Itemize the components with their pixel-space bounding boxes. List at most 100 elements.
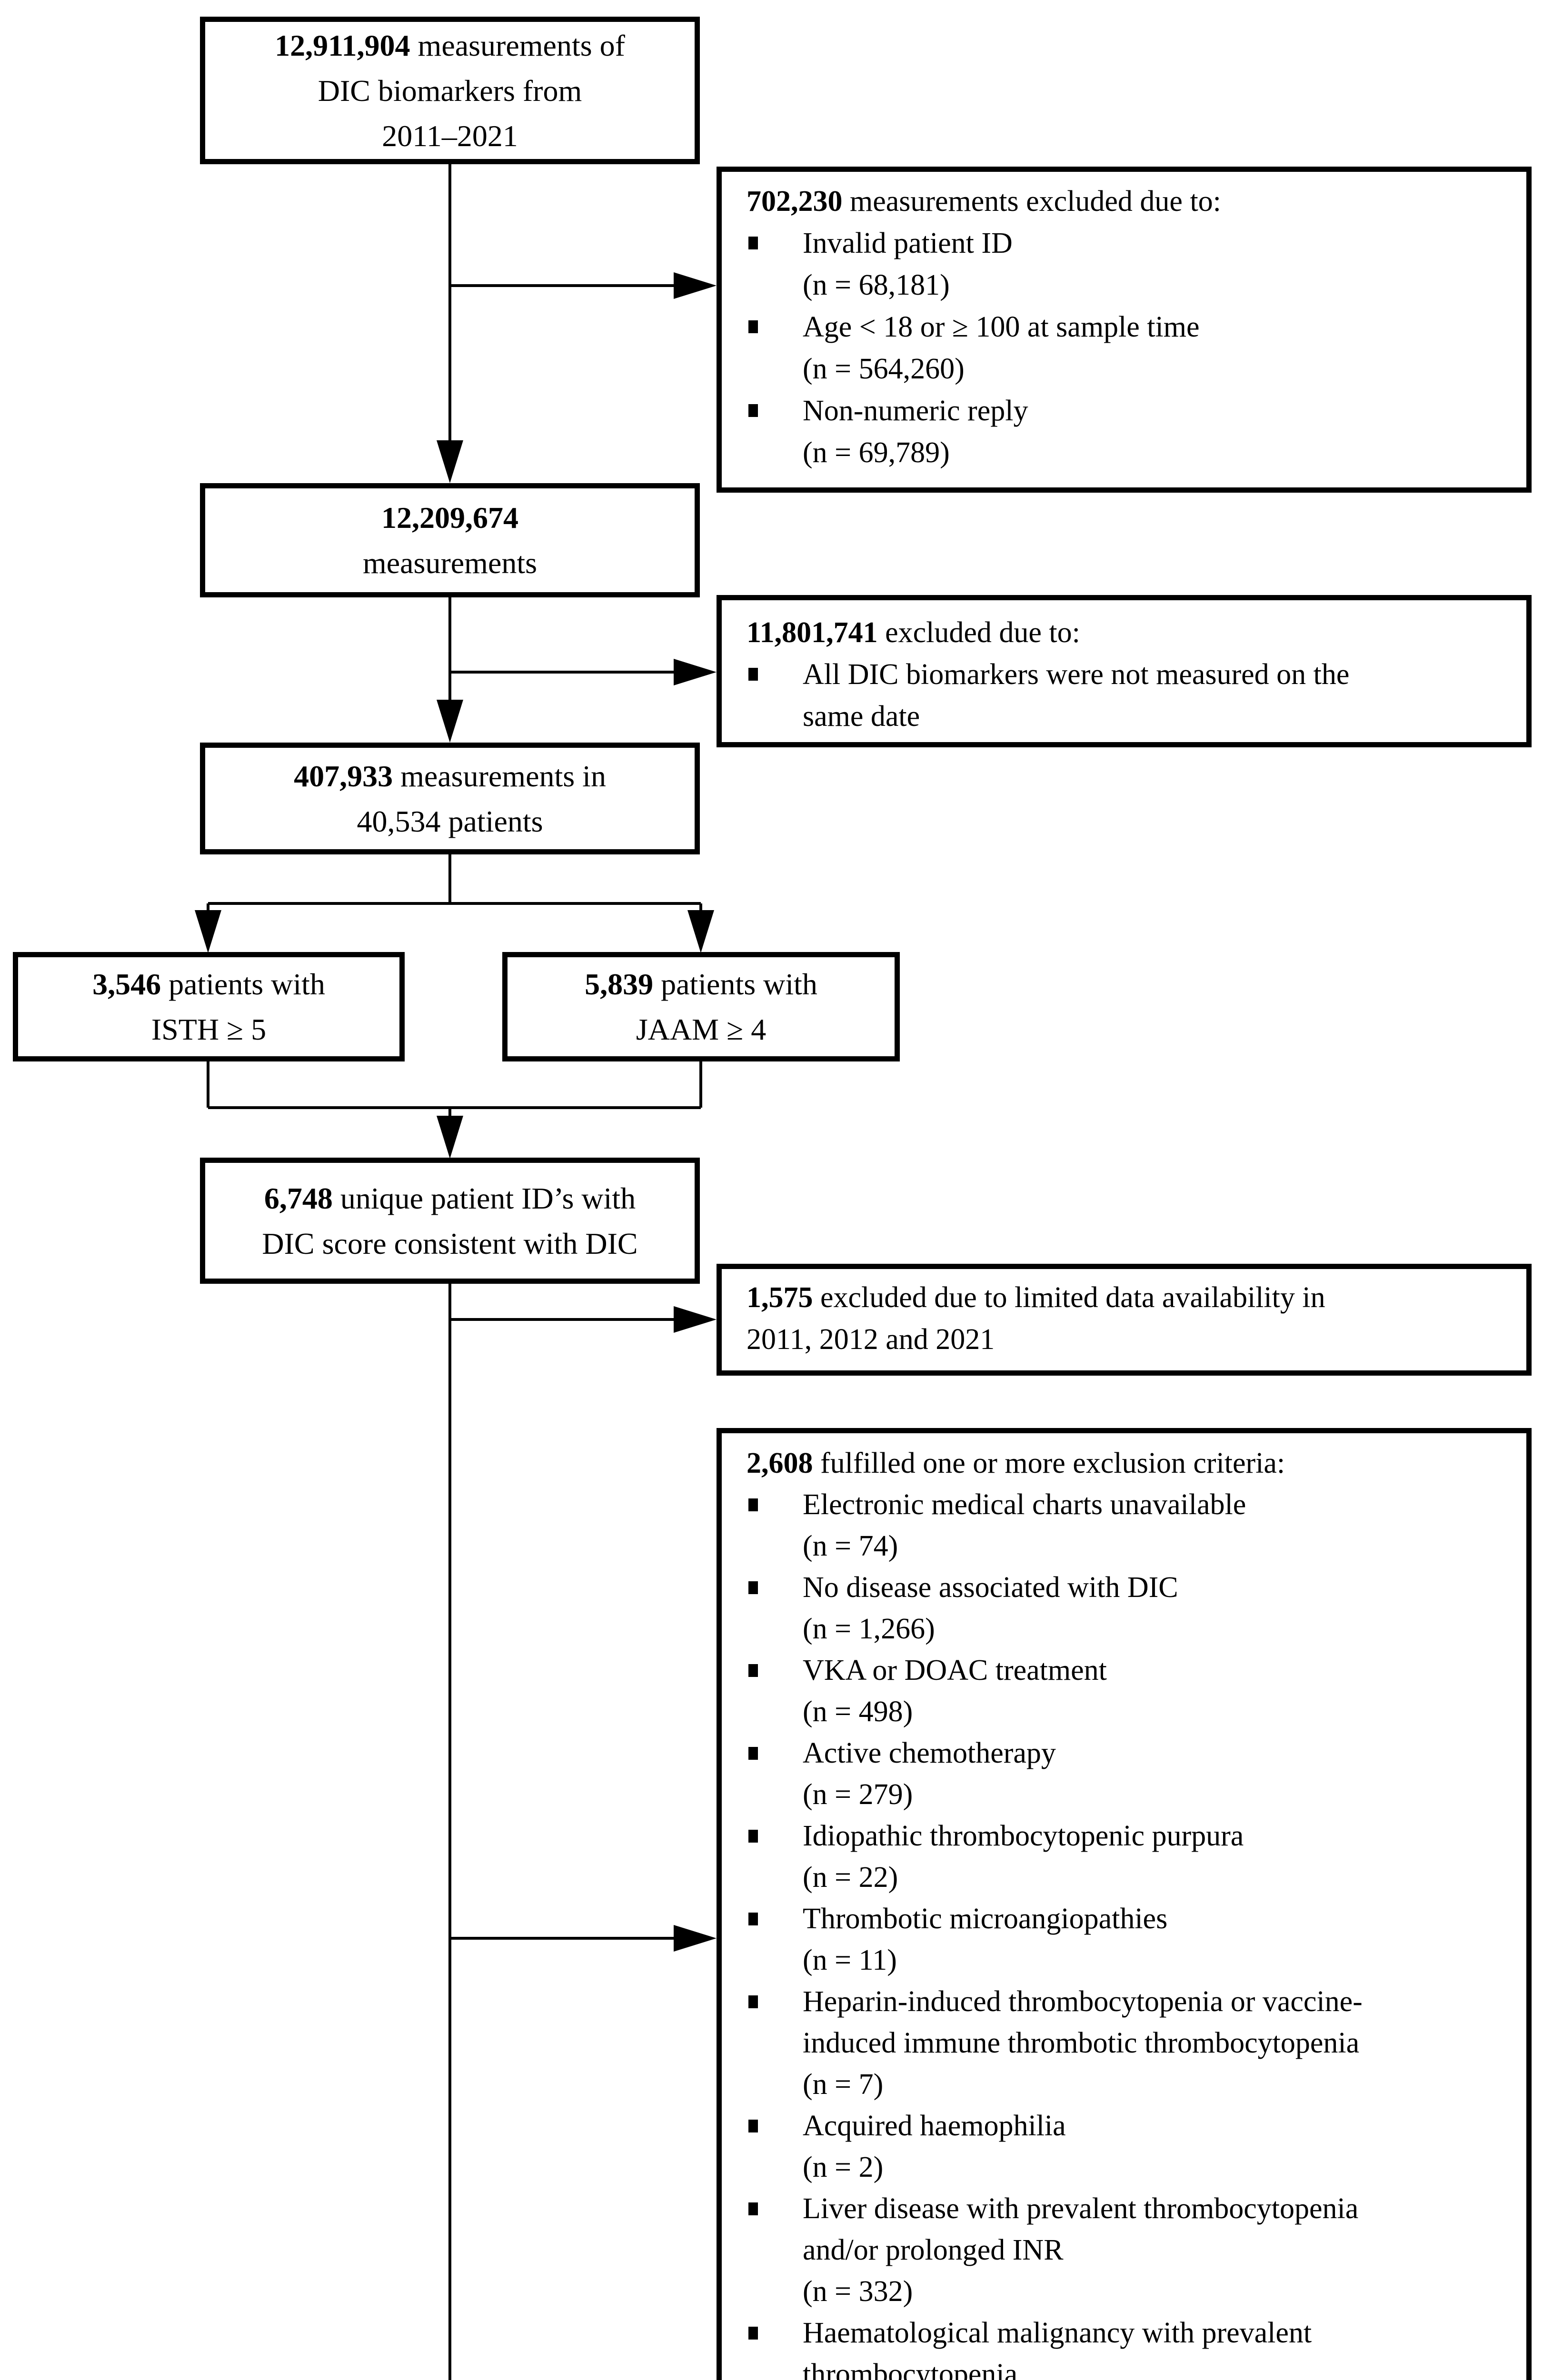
count: 11,801,741 bbox=[747, 616, 878, 649]
box-line: JAAM ≥ 4 bbox=[636, 1012, 767, 1046]
box-text: excluded due to limited data availabilit… bbox=[813, 1281, 1325, 1314]
item-line: No disease associated with DIC bbox=[803, 1571, 1178, 1604]
box-excluded-not-same-date: 11,801,741 excluded due to: All DIC biom… bbox=[717, 595, 1532, 747]
list-item: Invalid patient ID (n = 68,181) bbox=[747, 222, 1512, 306]
arrowhead-right bbox=[674, 659, 717, 685]
bullet-square-icon bbox=[748, 320, 758, 333]
bullet-square-icon bbox=[748, 1747, 758, 1760]
item-line: Invalid patient ID bbox=[803, 227, 1013, 259]
item-line: Non-numeric reply bbox=[803, 395, 1028, 427]
box-text: measurements excluded due to: bbox=[842, 185, 1221, 218]
box-line: 5,839 patients with bbox=[508, 962, 895, 1007]
list-item: Active chemotherapy (n = 279) bbox=[747, 1733, 1512, 1815]
arrowhead-right bbox=[674, 272, 717, 299]
box-unique-patients: 6,748 unique patient ID’s with DIC score… bbox=[200, 1158, 700, 1284]
list-item: All DIC biomarkers were not measured on … bbox=[747, 654, 1512, 737]
box-title: 11,801,741 excluded due to: bbox=[747, 612, 1512, 654]
item-line: (n = 69,789) bbox=[803, 436, 950, 469]
bullet-square-icon bbox=[748, 404, 758, 417]
item-line: (n = 332) bbox=[803, 2275, 913, 2308]
item-line: same date bbox=[803, 700, 920, 733]
box-line: 40,534 patients bbox=[357, 804, 543, 838]
item-line: Age < 18 or ≥ 100 at sample time bbox=[803, 311, 1200, 343]
item-line: Electronic medical charts unavailable bbox=[803, 1488, 1246, 1521]
bullet-square-icon bbox=[748, 1913, 758, 1925]
arrowhead-right bbox=[674, 1925, 717, 1952]
arrowhead-right bbox=[674, 1306, 717, 1333]
item-line: and/or prolonged INR bbox=[803, 2234, 1064, 2266]
item-line: (n = 68,181) bbox=[803, 269, 950, 301]
box-text: patients with bbox=[653, 967, 817, 1001]
item-line: (n = 11) bbox=[803, 1944, 897, 1976]
box-text: unique patient ID’s with bbox=[332, 1181, 636, 1215]
box-excluded-invalid: 702,230 measurements excluded due to: In… bbox=[717, 167, 1532, 493]
list-item: Thrombotic microangiopathies (n = 11) bbox=[747, 1898, 1512, 1981]
box-measurements-patients: 407,933 measurements in 40,534 patients bbox=[200, 743, 700, 854]
bullet-square-icon bbox=[748, 2202, 758, 2215]
box-text: excluded due to: bbox=[877, 616, 1080, 649]
item-line: (n = 564,260) bbox=[803, 353, 965, 385]
item-line: (n = 74) bbox=[803, 1530, 898, 1562]
item-line: (n = 498) bbox=[803, 1696, 913, 1728]
list-item: Haematological malignancy with prevalent… bbox=[747, 2312, 1512, 2380]
list-item: Idiopathic thrombocytopenic purpura (n =… bbox=[747, 1815, 1512, 1898]
box-line: 3,546 patients with bbox=[18, 962, 399, 1007]
item-line: VKA or DOAC treatment bbox=[803, 1654, 1107, 1686]
item-line: Heparin-induced thrombocytopenia or vacc… bbox=[803, 1985, 1363, 2018]
arrowhead-down bbox=[437, 1116, 463, 1159]
count: 3,546 bbox=[92, 967, 161, 1001]
bullet-square-icon bbox=[748, 1664, 758, 1677]
box-line: 6,748 unique patient ID’s with bbox=[205, 1176, 695, 1221]
list-item: No disease associated with DIC (n = 1,26… bbox=[747, 1567, 1512, 1650]
item-line: thrombocytopenia bbox=[803, 2358, 1018, 2380]
bullet-square-icon bbox=[748, 2327, 758, 2340]
item-line: (n = 7) bbox=[803, 2068, 884, 2101]
list-item: Non-numeric reply (n = 69,789) bbox=[747, 390, 1512, 474]
item-line: (n = 2) bbox=[803, 2151, 884, 2183]
count: 407,933 bbox=[294, 759, 393, 793]
arrowhead-down bbox=[437, 440, 463, 483]
bullet-square-icon bbox=[748, 1581, 758, 1594]
count: 12,911,904 bbox=[275, 28, 410, 62]
item-line: (n = 22) bbox=[803, 1861, 898, 1894]
item-line: Liver disease with prevalent thrombocyto… bbox=[803, 2192, 1359, 2225]
item-line: Active chemotherapy bbox=[803, 1737, 1056, 1769]
box-title: 1,575 excluded due to limited data avail… bbox=[747, 1277, 1512, 1319]
item-line: Idiopathic thrombocytopenic purpura bbox=[803, 1820, 1244, 1852]
item-line: induced immune thrombotic thrombocytopen… bbox=[803, 2027, 1360, 2059]
item-line: Acquired haemophilia bbox=[803, 2110, 1066, 2142]
box-title: 702,230 measurements excluded due to: bbox=[747, 180, 1512, 222]
box-isth-patients: 3,546 patients with ISTH ≥ 5 bbox=[13, 952, 405, 1061]
count: 702,230 bbox=[747, 185, 843, 218]
box-text: fulfilled one or more exclusion criteria… bbox=[813, 1447, 1285, 1479]
box-line: measurements bbox=[362, 546, 538, 580]
item-line: (n = 1,266) bbox=[803, 1613, 935, 1645]
arrowhead-down bbox=[195, 910, 221, 953]
box-title: 2,608 fulfilled one or more exclusion cr… bbox=[747, 1443, 1512, 1484]
bullet-square-icon bbox=[748, 668, 758, 681]
arrowhead-down bbox=[437, 700, 463, 743]
arrowhead-down bbox=[687, 910, 714, 953]
item-line: All DIC biomarkers were not measured on … bbox=[803, 658, 1350, 691]
item-line: (n = 279) bbox=[803, 1778, 913, 1811]
box-line: 2011, 2012 and 2021 bbox=[747, 1323, 995, 1356]
box-line: DIC score consistent with DIC bbox=[262, 1226, 638, 1260]
bullet-square-icon bbox=[748, 1498, 758, 1511]
count: 1,575 bbox=[747, 1281, 813, 1314]
list-item: VKA or DOAC treatment (n = 498) bbox=[747, 1650, 1512, 1733]
bullet-square-icon bbox=[748, 2120, 758, 2132]
bullet-square-icon bbox=[748, 1995, 758, 2008]
list-item: Liver disease with prevalent thrombocyto… bbox=[747, 2188, 1512, 2312]
box-line: 407,933 measurements in bbox=[205, 754, 695, 799]
box-line: 12,209,674 bbox=[205, 495, 695, 540]
list-item: Acquired haemophilia (n = 2) bbox=[747, 2105, 1512, 2188]
item-line: Haematological malignancy with prevalent bbox=[803, 2317, 1312, 2349]
count: 2,608 bbox=[747, 1447, 813, 1479]
box-text: patients with bbox=[161, 967, 325, 1001]
count: 6,748 bbox=[264, 1181, 333, 1215]
box-excluded-limited-data: 1,575 excluded due to limited data avail… bbox=[717, 1264, 1532, 1376]
count: 5,839 bbox=[585, 967, 654, 1001]
box-text: measurements of bbox=[410, 28, 625, 62]
